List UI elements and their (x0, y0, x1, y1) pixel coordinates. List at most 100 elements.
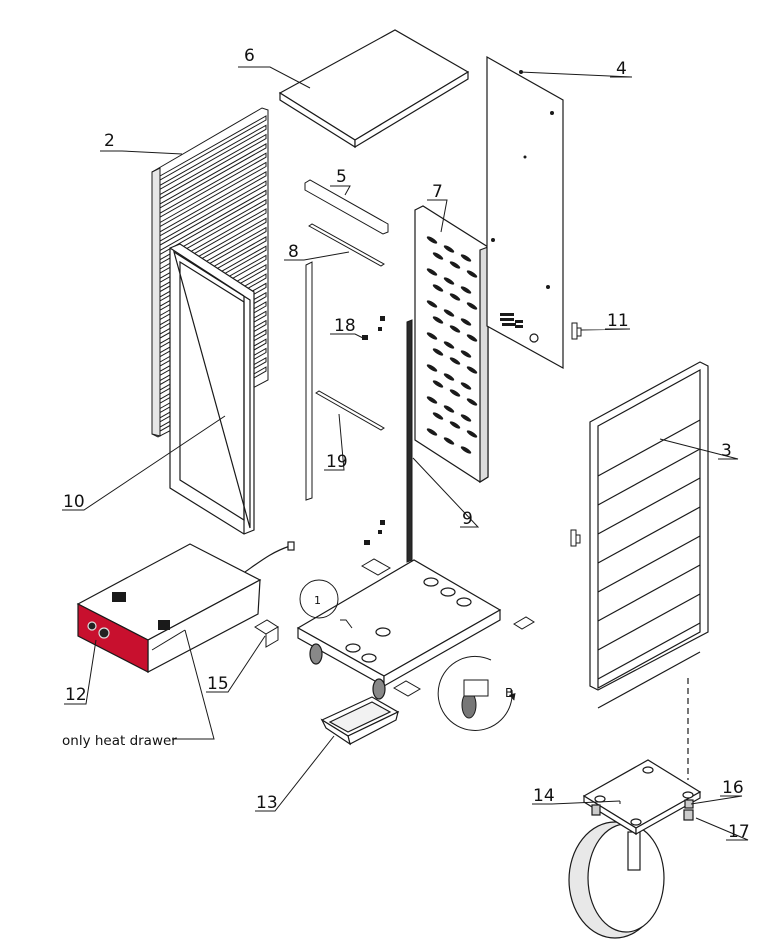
ventilation-slot (449, 389, 461, 397)
label-4: 4 (616, 59, 627, 79)
ventilation-slot (460, 350, 472, 358)
ventilation-slot (449, 325, 461, 333)
label-16: 16 (722, 778, 744, 798)
ventilation-slot (466, 430, 478, 438)
label-19: 19 (326, 452, 348, 472)
frame-slat (597, 419, 701, 477)
label-9: 9 (462, 509, 473, 529)
label-1: 1 (314, 594, 321, 607)
label-12: 12 (65, 685, 87, 705)
label-11: 11 (607, 311, 629, 331)
ventilation-slot (432, 284, 444, 292)
heat-drawer (76, 541, 295, 673)
bar-19 (315, 390, 385, 431)
base-platform (296, 559, 502, 700)
ventilation-slot (466, 398, 478, 406)
leader-lines (62, 66, 749, 841)
ventilation-slot (466, 270, 478, 278)
ventilation-slot (460, 446, 472, 454)
ventilation-slot (460, 254, 472, 262)
rail-8 (308, 223, 385, 267)
ventilation-slot (426, 364, 438, 372)
rails (304, 179, 413, 563)
upright-9 (406, 319, 413, 563)
label-7: 7 (432, 182, 443, 202)
label-10: 10 (63, 492, 85, 512)
frame-slat (597, 477, 701, 535)
ventilation-slot (432, 380, 444, 388)
ventilation-slot (460, 382, 472, 390)
ventilation-slot (443, 405, 455, 413)
label-8: 8 (288, 242, 299, 262)
glass-door-frame (169, 243, 255, 535)
frame-slat (597, 535, 701, 593)
ventilation-slot (460, 318, 472, 326)
label-13: 13 (256, 793, 278, 813)
label-3: 3 (721, 441, 732, 461)
label-17: 17 (728, 822, 750, 842)
part-labels: 6 2 4 5 7 8 18 19 9 10 11 3 12 15 1 B 13… (62, 46, 750, 842)
ventilation-slot (426, 396, 438, 404)
label-2: 2 (104, 131, 115, 151)
ventilation-slot (449, 421, 461, 429)
ventilation-slot (443, 245, 455, 253)
frame-slat (597, 593, 701, 651)
small-brackets (362, 316, 385, 545)
ventilation-slot (466, 334, 478, 342)
back-panel (486, 55, 564, 370)
louver-slat (159, 124, 267, 191)
louver-slat (159, 170, 267, 237)
ventilation-slot (426, 300, 438, 308)
frame-slat (597, 651, 701, 709)
ventilation-slot (443, 373, 455, 381)
frame-slat (597, 506, 701, 564)
label-6: 6 (244, 46, 255, 66)
frame-slat (597, 622, 701, 680)
caster-wheel (568, 678, 702, 939)
frame-slat (597, 448, 701, 506)
louver-slat (159, 133, 267, 200)
ventilation-slot (466, 366, 478, 374)
upright-19 (305, 261, 313, 501)
ventilation-slot (426, 332, 438, 340)
label-15: 15 (207, 674, 229, 694)
hinge (570, 322, 582, 547)
foot-bracket (254, 558, 535, 697)
louver-slat (159, 189, 267, 256)
ventilation-slot (460, 286, 472, 294)
louver-slat (159, 161, 267, 228)
ventilation-slot (443, 341, 455, 349)
ventilation-slot (443, 437, 455, 445)
label-14: 14 (533, 786, 555, 806)
ventilation-slot (432, 412, 444, 420)
ventilation-slot (443, 309, 455, 317)
ventilation-slot (449, 261, 461, 269)
louver-slat (159, 180, 267, 246)
ventilation-slot (460, 414, 472, 422)
slatted-side-frame (589, 361, 709, 709)
ventilation-slot (426, 236, 438, 244)
ventilation-slot (443, 277, 455, 285)
ventilation-slot (432, 348, 444, 356)
frame-slat (597, 564, 701, 622)
detail-marker-b: B (505, 686, 513, 700)
ventilation-slot (449, 293, 461, 301)
label-5: 5 (336, 167, 347, 187)
rail-5 (304, 179, 389, 235)
louver-slat (159, 143, 267, 209)
ventilation-slot (426, 428, 438, 436)
drip-tray (320, 696, 400, 746)
ventilation-slot (426, 268, 438, 276)
perforated-panel (414, 205, 489, 484)
detail-b (437, 655, 516, 731)
louver-slat (159, 152, 267, 219)
label-18: 18 (334, 316, 356, 336)
caption-heat-drawer: only heat drawer (62, 733, 177, 749)
ventilation-slot (466, 302, 478, 310)
ventilation-slot (449, 357, 461, 365)
top-panel (278, 29, 470, 149)
louver-slat (159, 115, 267, 181)
ventilation-slot (432, 252, 444, 260)
